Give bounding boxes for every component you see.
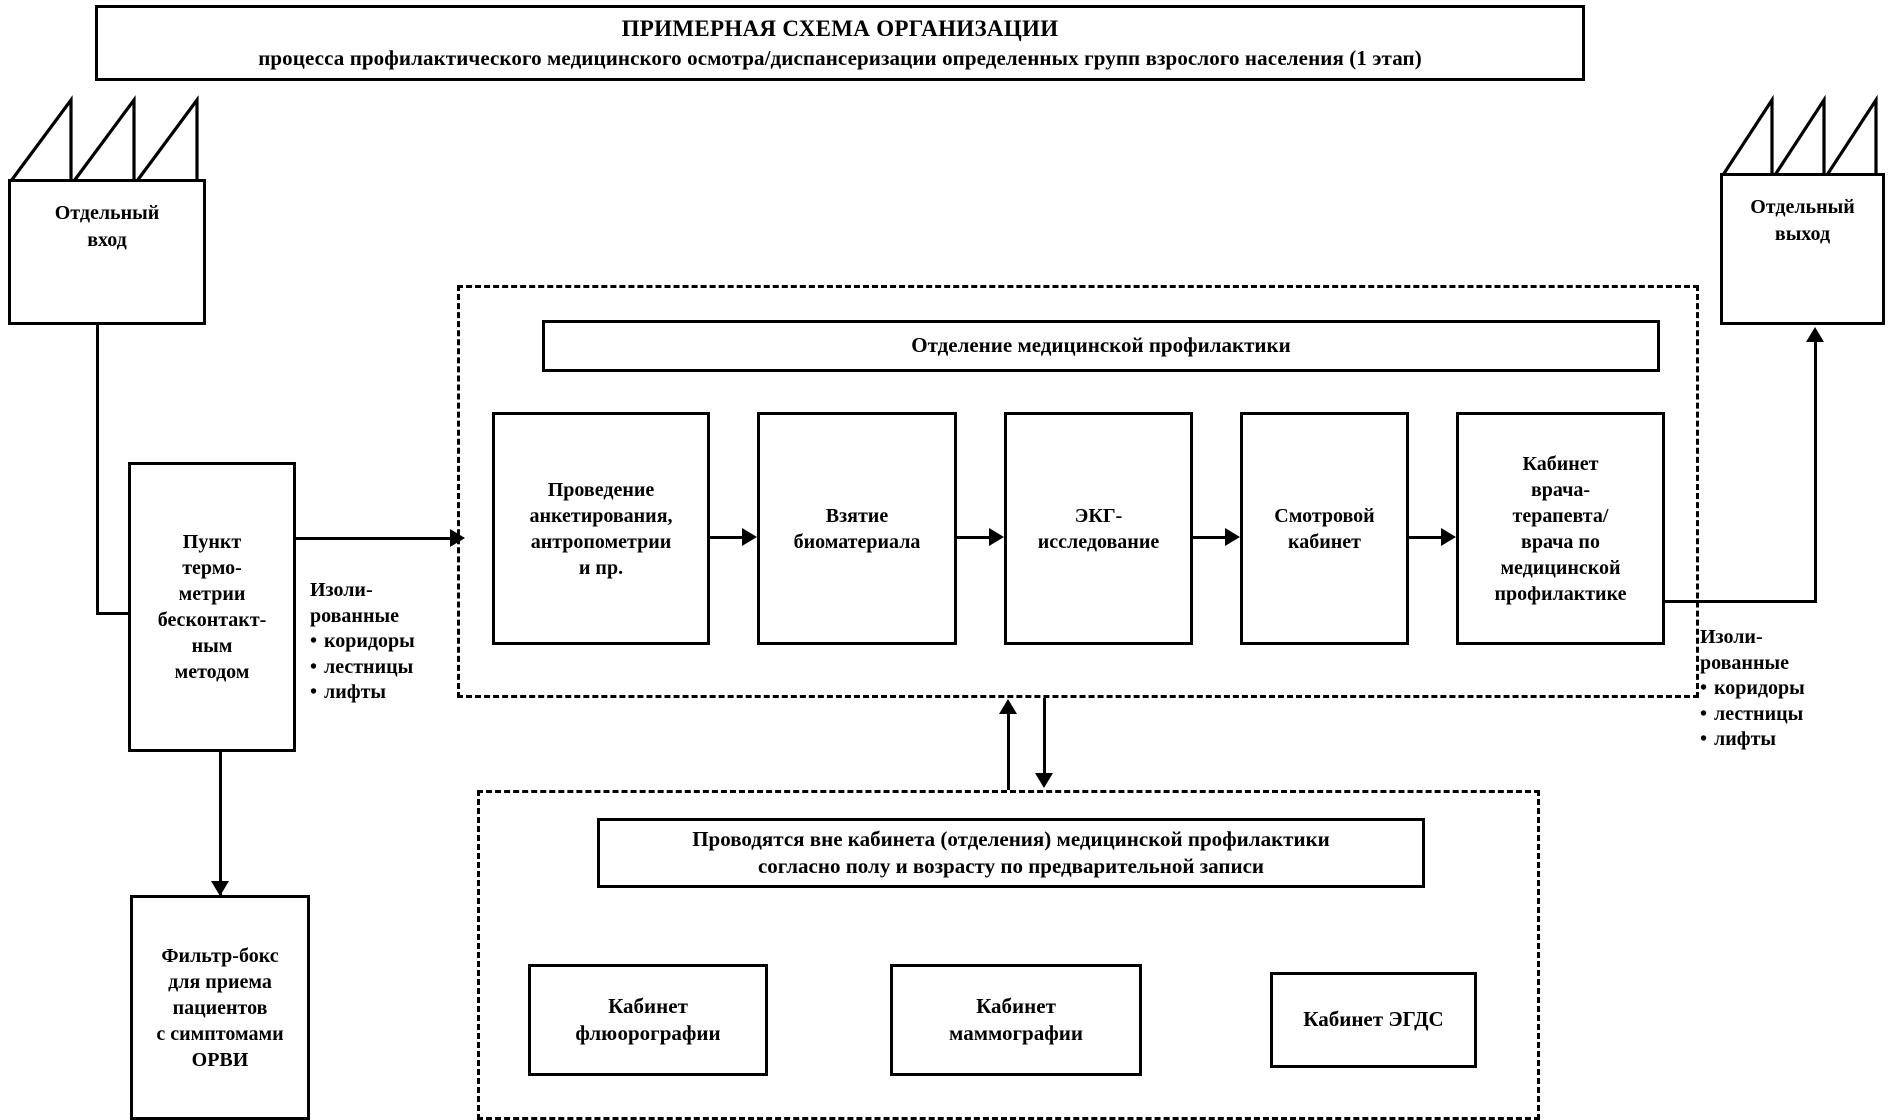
filter-box-label: Фильтр-бокс для приема пациентов с симпт… xyxy=(156,944,284,1071)
separate-entrance-box: Отдельный вход xyxy=(8,179,206,325)
separate-entrance-building: Отдельный вход xyxy=(8,95,206,325)
sawtooth-roof-icon xyxy=(1721,95,1878,176)
step-box-examination-room: Смотровой кабинет xyxy=(1240,412,1409,645)
arrow-into-exit xyxy=(1806,327,1824,342)
room-label: Кабинет маммографии xyxy=(949,993,1083,1045)
connector-to-exit-up xyxy=(1814,340,1817,602)
isolated-left-list: коридоры лестницы лифты xyxy=(310,629,480,706)
external-note-line-2: согласно полу и возрасту по предваритель… xyxy=(757,854,1265,878)
arrow-step4-step5 xyxy=(1441,528,1456,546)
step-label: Кабинет врача- терапевта/ врача по медиц… xyxy=(1494,452,1627,605)
isolated-right-list: коридоры лестницы лифты xyxy=(1700,676,1885,753)
connector-step3-step4 xyxy=(1193,536,1233,539)
connector-step1-step2 xyxy=(710,536,750,539)
arrow-step2-step3 xyxy=(989,528,1004,546)
step-box-ecg: ЭКГ- исследование xyxy=(1004,412,1193,645)
room-box-mammography: Кабинет маммографии xyxy=(890,964,1142,1076)
step-label: ЭКГ- исследование xyxy=(1037,504,1160,553)
connector-entrance-right xyxy=(96,612,132,615)
arrow-step3-step4 xyxy=(1225,528,1240,546)
arrow-up-to-department xyxy=(999,699,1017,714)
prevention-department-area xyxy=(457,285,1699,698)
list-item: коридоры xyxy=(310,629,480,655)
step-label: Смотровой кабинет xyxy=(1274,504,1375,553)
list-item: лифты xyxy=(1700,727,1885,753)
arrow-step1-step2 xyxy=(742,528,757,546)
step-label: Проведение анкетирования, антропометрии … xyxy=(529,478,673,579)
connector-thermometry-right xyxy=(296,537,456,540)
connector-step2-step3 xyxy=(957,536,997,539)
room-box-egds: Кабинет ЭГДС xyxy=(1270,972,1477,1068)
list-item: коридоры xyxy=(1700,676,1885,702)
isolated-left-heading-2: рованные xyxy=(310,604,399,627)
sawtooth-roof-icon xyxy=(9,95,199,182)
isolated-paths-left: Изоли- рованные коридоры лестницы лифты xyxy=(310,578,480,706)
isolated-paths-right: Изоли- рованные коридоры лестницы лифты xyxy=(1700,625,1885,753)
room-label: Кабинет ЭГДС xyxy=(1303,1007,1444,1032)
external-note-box: Проводятся вне кабинета (отделения) меди… xyxy=(597,818,1425,888)
prevention-department-header-box: Отделение медицинской профилактики xyxy=(542,320,1660,372)
step-box-biomaterial: Взятие биоматериала xyxy=(757,412,957,645)
connector-up-to-department xyxy=(1007,712,1010,790)
arrow-down-to-external xyxy=(1035,773,1053,788)
external-note-line-1: Проводятся вне кабинета (отделения) меди… xyxy=(692,826,1330,851)
separate-exit-box: Отдельный выход xyxy=(1720,173,1885,325)
step-label: Взятие биоматериала xyxy=(793,504,921,553)
isolated-right-heading-1: Изоли- xyxy=(1700,626,1763,648)
separate-entrance-label: Отдельный вход xyxy=(54,202,160,251)
isolated-right-heading-2: рованные xyxy=(1700,651,1789,674)
separate-exit-label: Отдельный выход xyxy=(1750,196,1855,245)
prevention-department-header-label: Отделение медицинской профилактики xyxy=(911,333,1291,358)
room-box-fluorography: Кабинет флюорографии xyxy=(528,964,768,1076)
step-box-survey: Проведение анкетирования, антропометрии … xyxy=(492,412,710,645)
connector-down-to-external xyxy=(1043,698,1046,776)
diagram-title-banner: ПРИМЕРНАЯ СХЕМА ОРГАНИЗАЦИИ процесса про… xyxy=(95,5,1585,81)
connector-thermometry-down xyxy=(219,752,222,895)
room-label: Кабинет флюорографии xyxy=(575,993,721,1045)
connector-entrance-down xyxy=(96,325,99,615)
arrow-into-filter-box xyxy=(211,881,229,896)
page-subtitle: процесса профилактического медицинского … xyxy=(258,45,1422,70)
list-item: лифты xyxy=(310,680,480,706)
connector-step4-step5 xyxy=(1409,536,1449,539)
external-examinations-area xyxy=(477,790,1540,1120)
list-item: лестницы xyxy=(310,655,480,681)
isolated-left-heading-1: Изоли- xyxy=(310,579,373,601)
thermometry-point-label: Пункт термо- метрии бесконтакт- ным мето… xyxy=(157,531,267,683)
page-title: ПРИМЕРНАЯ СХЕМА ОРГАНИЗАЦИИ xyxy=(621,16,1059,42)
connector-to-exit-right xyxy=(1665,600,1817,603)
step-box-therapist-office: Кабинет врача- терапевта/ врача по медиц… xyxy=(1456,412,1665,645)
filter-box: Фильтр-бокс для приема пациентов с симпт… xyxy=(130,895,310,1120)
thermometry-point-box: Пункт термо- метрии бесконтакт- ным мето… xyxy=(128,462,296,752)
separate-exit-building: Отдельный выход xyxy=(1720,95,1885,325)
list-item: лестницы xyxy=(1700,702,1885,728)
